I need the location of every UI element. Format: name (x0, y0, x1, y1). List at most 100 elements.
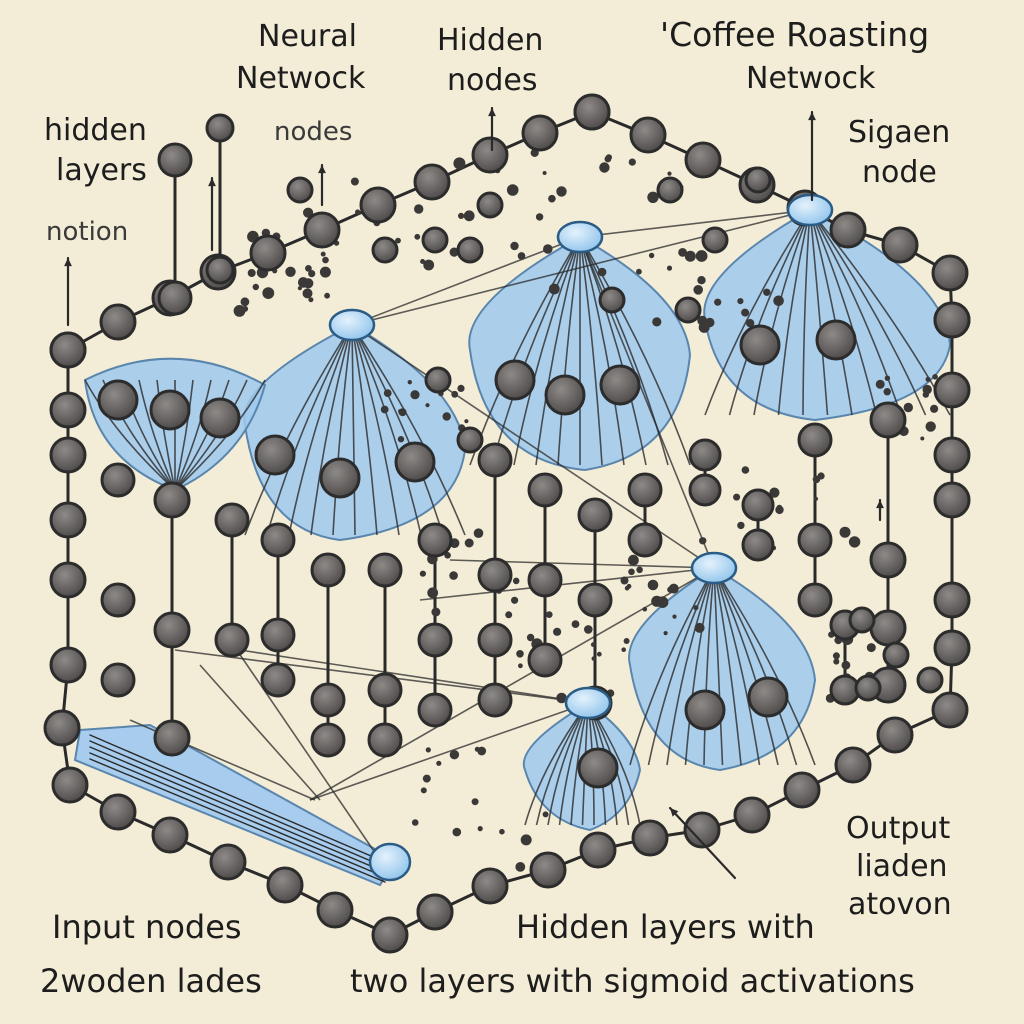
scatter-dot (590, 642, 596, 647)
scatter-dot (817, 472, 825, 480)
node-circle (869, 609, 907, 647)
scatter-dot (773, 295, 784, 307)
label-sigaen: Sigaen (848, 115, 950, 150)
scatter-dot (883, 388, 891, 396)
node-circle (97, 379, 139, 421)
scatter-dot (303, 207, 314, 218)
label-output: Output (846, 811, 950, 846)
scatter-dot (699, 537, 707, 545)
scatter-dot (308, 297, 314, 303)
node-circle (701, 226, 729, 254)
scatter-dot (322, 256, 329, 264)
scatter-dot (648, 252, 655, 259)
node-circle (544, 374, 586, 416)
node-circle (684, 141, 722, 179)
scatter-dot (299, 281, 304, 286)
node-circle (417, 522, 453, 558)
link-line (89, 752, 386, 878)
scatter-dot (414, 204, 424, 214)
node-circle (684, 689, 726, 731)
scatter-dot (620, 576, 629, 585)
arrow-head (876, 500, 884, 509)
scatter-dot (672, 614, 677, 619)
label-liaden: liaden (856, 849, 948, 884)
node-circle (527, 562, 563, 598)
fan-line (713, 567, 761, 766)
scatter-dot (453, 157, 466, 170)
scatter-dot (320, 251, 326, 257)
fan-line (491, 236, 581, 466)
nodes-layer (43, 93, 971, 954)
scatter-dot (477, 826, 483, 832)
node-circle (656, 176, 684, 204)
arrow-head (808, 112, 816, 121)
scatter-dot (535, 213, 544, 221)
arrow-head (488, 108, 496, 117)
apex-node (556, 220, 604, 254)
fan-line (684, 567, 715, 766)
node-circle (260, 522, 296, 558)
fan-line (156, 379, 176, 491)
scatter-dot (464, 419, 469, 424)
scatter-dot (240, 297, 250, 307)
scatter-dot (452, 827, 462, 837)
scatter-dot (520, 834, 532, 846)
scatter-dot (839, 526, 851, 538)
fan-line (809, 209, 829, 416)
scatter-dot (694, 622, 705, 633)
scatter-dot (431, 607, 441, 617)
node-circle (100, 662, 136, 698)
scatter-dot (920, 436, 925, 441)
connection-line (579, 209, 811, 238)
node-circle (815, 319, 857, 361)
node-circle (421, 226, 449, 254)
scatter-dot (596, 651, 602, 657)
scatter-dot (714, 298, 722, 306)
scatter-dot (380, 405, 389, 414)
apex-nodes-layer (328, 193, 834, 882)
node-circle (739, 324, 781, 366)
fan-line (753, 209, 811, 416)
scatter-dot (305, 265, 312, 272)
fan-line (713, 567, 742, 766)
scatter-dot (599, 162, 610, 173)
label-hidden-layers-with: Hidden layers with (516, 908, 815, 946)
scatter-dot (395, 237, 401, 244)
node-circle (573, 93, 611, 131)
node-circle (371, 916, 409, 954)
scatter-dot (866, 643, 876, 653)
scatter-dot (875, 379, 885, 389)
connection-line (309, 702, 589, 801)
fan-line (174, 379, 212, 491)
fan-line (351, 324, 400, 536)
scatter-dot (425, 747, 431, 753)
node-circle (882, 641, 910, 669)
apex-node (690, 551, 738, 585)
fan-line (802, 209, 811, 416)
scatter-dot (262, 287, 275, 299)
node-circle (688, 438, 722, 472)
fan-line (351, 324, 466, 536)
node-circle (49, 561, 87, 599)
scatter-dot (652, 317, 662, 327)
scatter-dot (813, 496, 819, 501)
scatter-dot (932, 374, 938, 380)
label-coffee: 'Coffee Roasting (660, 15, 929, 54)
fan-line (713, 567, 779, 766)
node-circle (848, 606, 876, 634)
node-circle (371, 236, 399, 264)
fan-line (351, 324, 422, 536)
node-circle (153, 611, 191, 649)
node-circle (417, 622, 453, 658)
scatter-dot (545, 611, 553, 618)
fan-lines-layer (84, 209, 951, 883)
node-circle (456, 236, 484, 264)
label-nodes-hidden: nodes (447, 63, 538, 98)
node-circle (394, 441, 436, 483)
scatter-dot (628, 568, 635, 576)
scatter-dot (678, 248, 687, 257)
node-circle (43, 709, 81, 747)
scatter-dot (642, 606, 648, 612)
node-circle (477, 622, 513, 658)
